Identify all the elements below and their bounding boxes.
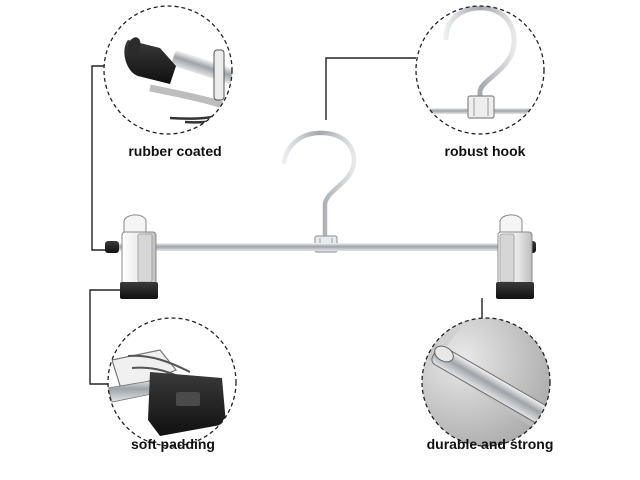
callout-rubber-coated-circle [103, 5, 233, 135]
clip-right [496, 214, 534, 299]
leader-lines [89, 57, 483, 385]
callout-robust-hook-circle [415, 5, 545, 135]
callout-soft-padding-circle [107, 317, 237, 447]
clip-right-pad [496, 282, 534, 299]
callout-durable-strong-circle [421, 317, 551, 447]
rubber-end-cap-left [105, 241, 119, 253]
label-rubber-coated: rubber coated [128, 143, 222, 159]
leader-line-hook [325, 57, 416, 120]
label-soft-padding: soft padding [131, 436, 215, 452]
label-robust-hook: robust hook [444, 143, 526, 159]
clip-left [120, 214, 158, 299]
hanger-bar [118, 243, 524, 251]
leader-line-rubber [91, 65, 106, 251]
hanger-hook [281, 130, 357, 240]
clip-left-pad [120, 282, 158, 299]
label-durable-and-strong: durable and strong [426, 436, 554, 452]
hanger [105, 130, 536, 299]
leader-line-padding [89, 289, 122, 385]
